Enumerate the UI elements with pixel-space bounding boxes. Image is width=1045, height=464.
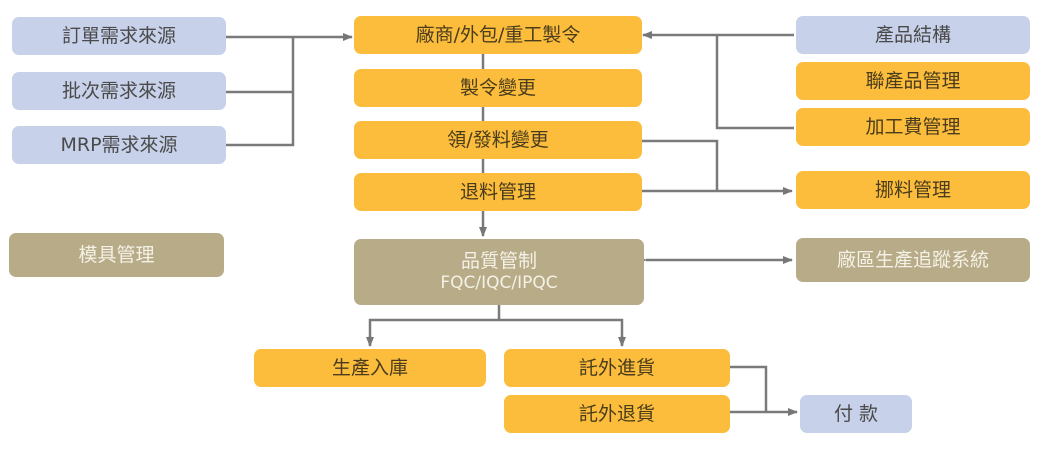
node-label: 製令變更 (459, 76, 536, 99)
node-issue-change: 領/發料變更 (354, 121, 642, 159)
line-quality-outputs (368, 305, 624, 345)
node-work-order-change: 製令變更 (354, 69, 642, 107)
quality-subtitle: FQC/IQC/IPQC (440, 273, 558, 294)
node-label: 訂單需求來源 (61, 24, 176, 47)
node-mrp-demand: MRP需求來源 (12, 126, 226, 164)
line-issue-change (641, 139, 719, 190)
node-label: 模具管理 (78, 243, 155, 266)
node-label: 聯產品管理 (865, 69, 961, 92)
node-label: 領/發料變更 (447, 128, 549, 151)
node-bom: 產品結構 (796, 16, 1030, 54)
node-label: 託外進貨 (578, 356, 655, 379)
quality-title: 品質管制 (460, 250, 537, 273)
node-outsource-in: 託外進貨 (504, 349, 730, 387)
node-label: 生產入庫 (331, 356, 408, 379)
node-return-material: 退料管理 (354, 173, 642, 211)
node-label: 批次需求來源 (61, 79, 176, 102)
node-label: 付 款 (833, 402, 879, 425)
node-label: MRP需求來源 (60, 133, 178, 156)
line-mrp-demand (226, 37, 295, 147)
node-outsource-return: 託外退貨 (504, 395, 730, 433)
node-work-order: 廠商/外包/重工製令 (354, 16, 642, 54)
node-label: 加工費管理 (865, 115, 961, 138)
node-warehouse-in: 生產入庫 (254, 349, 486, 387)
node-material-transfer: 挪料管理 (796, 171, 1030, 209)
node-processing-fee: 加工費管理 (796, 108, 1030, 146)
node-label: 產品結構 (874, 23, 951, 46)
node-quality-control: 品質管制 FQC/IQC/IPQC (354, 239, 644, 305)
line-outsource-payment (730, 365, 797, 412)
node-payment: 付 款 (800, 395, 912, 433)
node-tracking-system: 廠區生產追蹤系統 (796, 238, 1030, 282)
node-label: 託外退貨 (578, 402, 655, 425)
line-processing-fee (715, 35, 794, 130)
node-mold-management: 模具管理 (9, 233, 224, 277)
node-label: 廠區生產追蹤系統 (836, 248, 989, 271)
node-label: 退料管理 (459, 180, 536, 203)
node-label: 廠商/外包/重工製令 (415, 23, 581, 46)
node-label: 挪料管理 (874, 178, 951, 201)
node-coproduct: 聯產品管理 (796, 62, 1030, 100)
node-order-demand: 訂單需求來源 (12, 17, 226, 55)
node-batch-demand: 批次需求來源 (12, 72, 226, 110)
